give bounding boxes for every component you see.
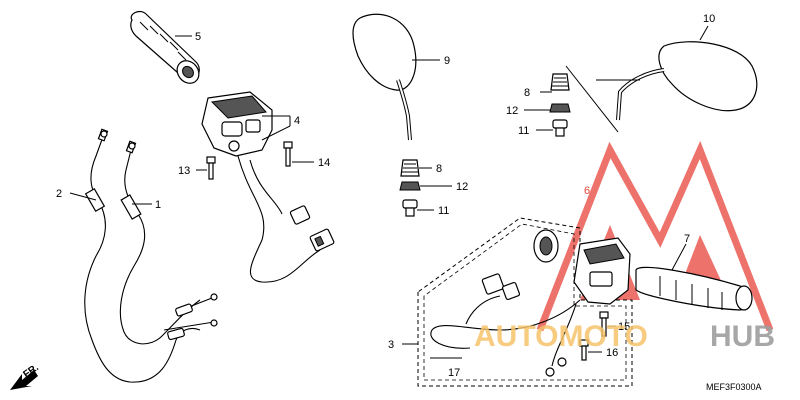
part-label-1: 1 (155, 199, 161, 211)
part-label-9: 9 (444, 55, 450, 67)
part-label-16: 16 (606, 347, 618, 359)
left-switch-connectors (289, 205, 335, 252)
watermark-mountain-outline (536, 140, 774, 332)
left-mirror (352, 13, 417, 141)
leader-7 (671, 243, 687, 271)
part-label-4: 4 (294, 115, 300, 127)
part-label-6: 6 (584, 185, 590, 197)
part-label-10: 10 (703, 13, 715, 25)
part-label-13: 13 (178, 165, 190, 177)
part-label-17: 17 (448, 367, 460, 379)
part-label-11-left: 11 (438, 205, 449, 217)
left-switch-wire (237, 155, 321, 283)
part-label-3: 3 (388, 339, 394, 351)
part-label-15: 15 (618, 321, 630, 333)
right-switch-harness (430, 273, 581, 377)
leader-10 (699, 25, 709, 41)
screw-14 (283, 141, 293, 167)
screw-13 (206, 156, 216, 180)
screw-15 (599, 311, 609, 337)
front-direction-label: FR. (21, 362, 41, 380)
leader-4-b (261, 125, 291, 141)
left-grip (130, 10, 200, 84)
part-label-12-right: 12 (506, 105, 518, 117)
right-grip (635, 266, 753, 311)
watermark-text-left: AUTOMOTO (474, 320, 648, 353)
guide-line-right-a (565, 65, 619, 133)
right-handlebar-switch (533, 229, 631, 305)
front-direction-arrow (10, 370, 38, 390)
throttle-cables (84, 128, 218, 383)
right-mirror (616, 41, 758, 121)
part-label-11-right: 11 (518, 125, 529, 137)
mirror-fastener-stack-right (549, 73, 571, 137)
mirror-fastener-stack-left (399, 159, 421, 217)
diagram-code: MEF3F0300A (706, 382, 762, 392)
leader-2 (69, 192, 97, 201)
watermark-text-right: HUB (710, 320, 775, 353)
part-label-2: 2 (56, 188, 62, 200)
left-handlebar-switch (201, 91, 273, 157)
part-label-5: 5 (195, 31, 201, 43)
part-label-14: 14 (318, 157, 330, 169)
part-label-8-left: 8 (436, 163, 442, 175)
part-label-7: 7 (684, 233, 690, 245)
part-label-8-right: 8 (524, 87, 530, 99)
left-switch-wire-2 (249, 159, 283, 215)
screw-16 (579, 339, 589, 361)
part-label-12-left: 12 (456, 181, 468, 193)
